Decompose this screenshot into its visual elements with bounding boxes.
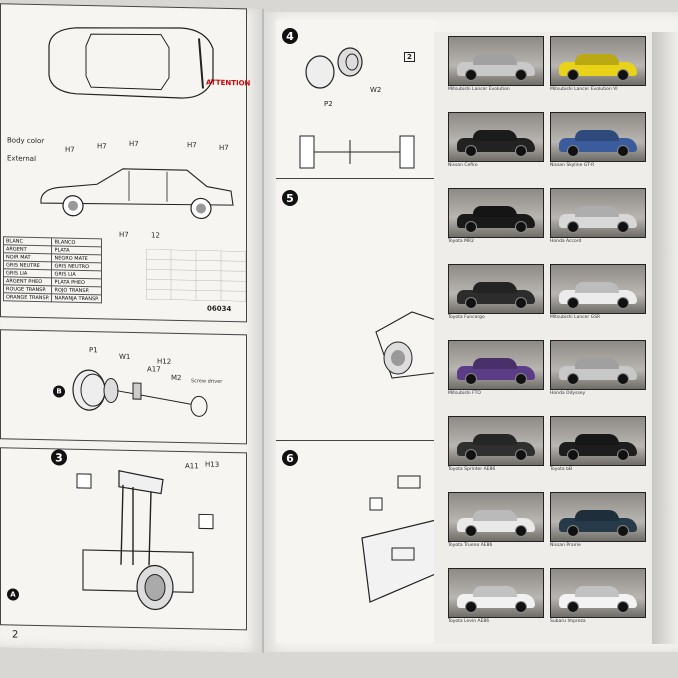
catalog-caption: Mitsubishi FTO [448,391,481,396]
catalog-item: Nissan Prairie [550,492,646,549]
catalog-caption: Toyota bB [550,467,573,472]
catalog-item: Nissan Skyline GT-R [550,112,646,169]
step1-label-7: H7 [119,230,129,239]
catalog-caption: Nissan Skyline GT-R [550,163,595,168]
body-color-label: Body color [7,136,45,146]
car-photo-thumbnail [550,188,646,238]
color-table-cell: ORANGE TRANSP. [3,292,52,302]
external-label: External [7,154,37,163]
car-side-view-diagram [40,168,234,220]
step4-panel: 4 P2 W2 2 [276,20,436,179]
catalog-item: Toyota Sprinter AE86 [448,416,544,473]
car-photo-thumbnail [550,568,646,618]
car-photo-thumbnail [448,492,544,542]
catalog-caption: Toyota Trueno AE86 [448,543,493,548]
catalog-caption: Nissan Prairie [550,543,581,548]
page-number: 2 [12,629,19,641]
catalog-caption: Toyota Levin AE86 [448,619,490,624]
car-photo-thumbnail [448,340,544,390]
catalog-caption: Honda Accord [550,239,582,244]
step1-label-1: H7 [65,145,75,154]
catalog-item: Nissan Cefiro [448,112,544,169]
part-h13: H13 [205,460,220,469]
chassis-assembly-diagram [76,469,214,611]
catalog-caption: Toyota MR2 [448,239,474,244]
step2-panel: P1 W1 A17 H12 M2 Screw driver B [0,329,247,445]
step5-panel: 5 [276,182,442,441]
step1-label-3: H7 [129,139,139,149]
catalog-item: Mitsubishi Lancer Evolution VI [550,36,646,93]
catalog-item: Toyota Funcargo [448,264,544,321]
step4-quantity: 2 [404,52,415,62]
catalog-caption: Mitsubishi Lancer GSR [550,315,601,320]
part-h12: H12 [157,357,172,366]
paint-code: 06034 [207,304,232,314]
car-photo-thumbnail [550,492,646,542]
step1-label-4: H7 [187,141,197,150]
step6-number: 6 [282,450,298,466]
catalog-caption: Honda Odyssey [550,391,586,396]
color-table-cell: NARANJA TRANSP. [51,293,102,303]
catalog-item: Honda Accord [550,188,646,245]
step3-panel: 3 A11 H13 A [0,447,247,631]
engine-assembly-diagram [375,311,442,379]
screwdriver-label: Screw driver [191,378,223,385]
part-w1: W1 [119,352,131,361]
catalog-caption: Subaru Impreza [550,619,586,624]
catalog-caption: Toyota Funcargo [448,315,485,320]
catalog-item: Toyota MR2 [448,188,544,245]
car-photo-thumbnail [550,264,646,314]
part-w2: W2 [370,86,382,94]
car-top-view-diagram [48,27,214,99]
right-instruction-page: 4 P2 W2 2 5 6 Mits [264,12,678,652]
step3-marker-icon: A [7,588,19,601]
step1-label-6: 12 [151,231,160,240]
left-instruction-page: ATTENTION Body color External H7 H7 H7 H… [0,3,264,653]
step1-label-5: H7 [219,143,229,153]
step5-number: 5 [282,190,298,206]
catalog-item: Toyota bB [550,416,646,473]
step1-panel: ATTENTION Body color External H7 H7 H7 H… [0,3,251,323]
car-photo-thumbnail [550,340,646,390]
car-photo-thumbnail [448,188,544,238]
catalog-item: Toyota Levin AE86 [448,568,544,625]
car-photo-thumbnail [550,36,646,86]
car-photo-thumbnail [448,568,544,618]
part-p2: P2 [324,100,333,108]
catalog-item: Mitsubishi Lancer GSR [550,264,646,321]
car-photo-thumbnail [448,112,544,162]
catalog-caption: Mitsubishi Lancer Evolution [448,87,510,92]
car-photo-thumbnail [550,112,646,162]
part-m2: M2 [171,373,182,383]
catalog-item: Mitsubishi FTO [448,340,544,397]
parts-grid-diagram [146,249,246,302]
part-a17: A17 [147,365,161,374]
catalog-caption: Toyota Sprinter AE86 [448,467,496,472]
catalog-caption: Mitsubishi Lancer Evolution VI [550,87,618,92]
color-table-row: ORANGE TRANSP.NARANJA TRANSP. [3,292,102,303]
catalog-item: Honda Odyssey [550,340,646,397]
catalog-item: Toyota Trueno AE86 [448,492,544,549]
step1-label-2: H7 [97,142,107,151]
car-photo-thumbnail [448,36,544,86]
car-photo-thumbnail [550,416,646,466]
car-photo-thumbnail [448,264,544,314]
step6-panel: 6 [276,442,441,642]
wheel-assembly-diagram [72,369,208,417]
step4-number: 4 [282,28,298,44]
part-a11: A11 [185,462,199,471]
step2-marker-icon: B [53,385,65,398]
part-p1: P1 [89,346,98,355]
catalog-item: Mitsubishi Lancer Evolution [448,36,544,93]
car-photo-thumbnail [448,416,544,466]
attention-label: ATTENTION [206,78,251,88]
catalog-caption: Nissan Cefiro [448,163,478,168]
rear-body-diagram [361,475,441,603]
catalog-item: Subaru Impreza [550,568,646,625]
tire-wheel-diagram [299,47,415,169]
catalog-edge-strip [652,32,678,644]
